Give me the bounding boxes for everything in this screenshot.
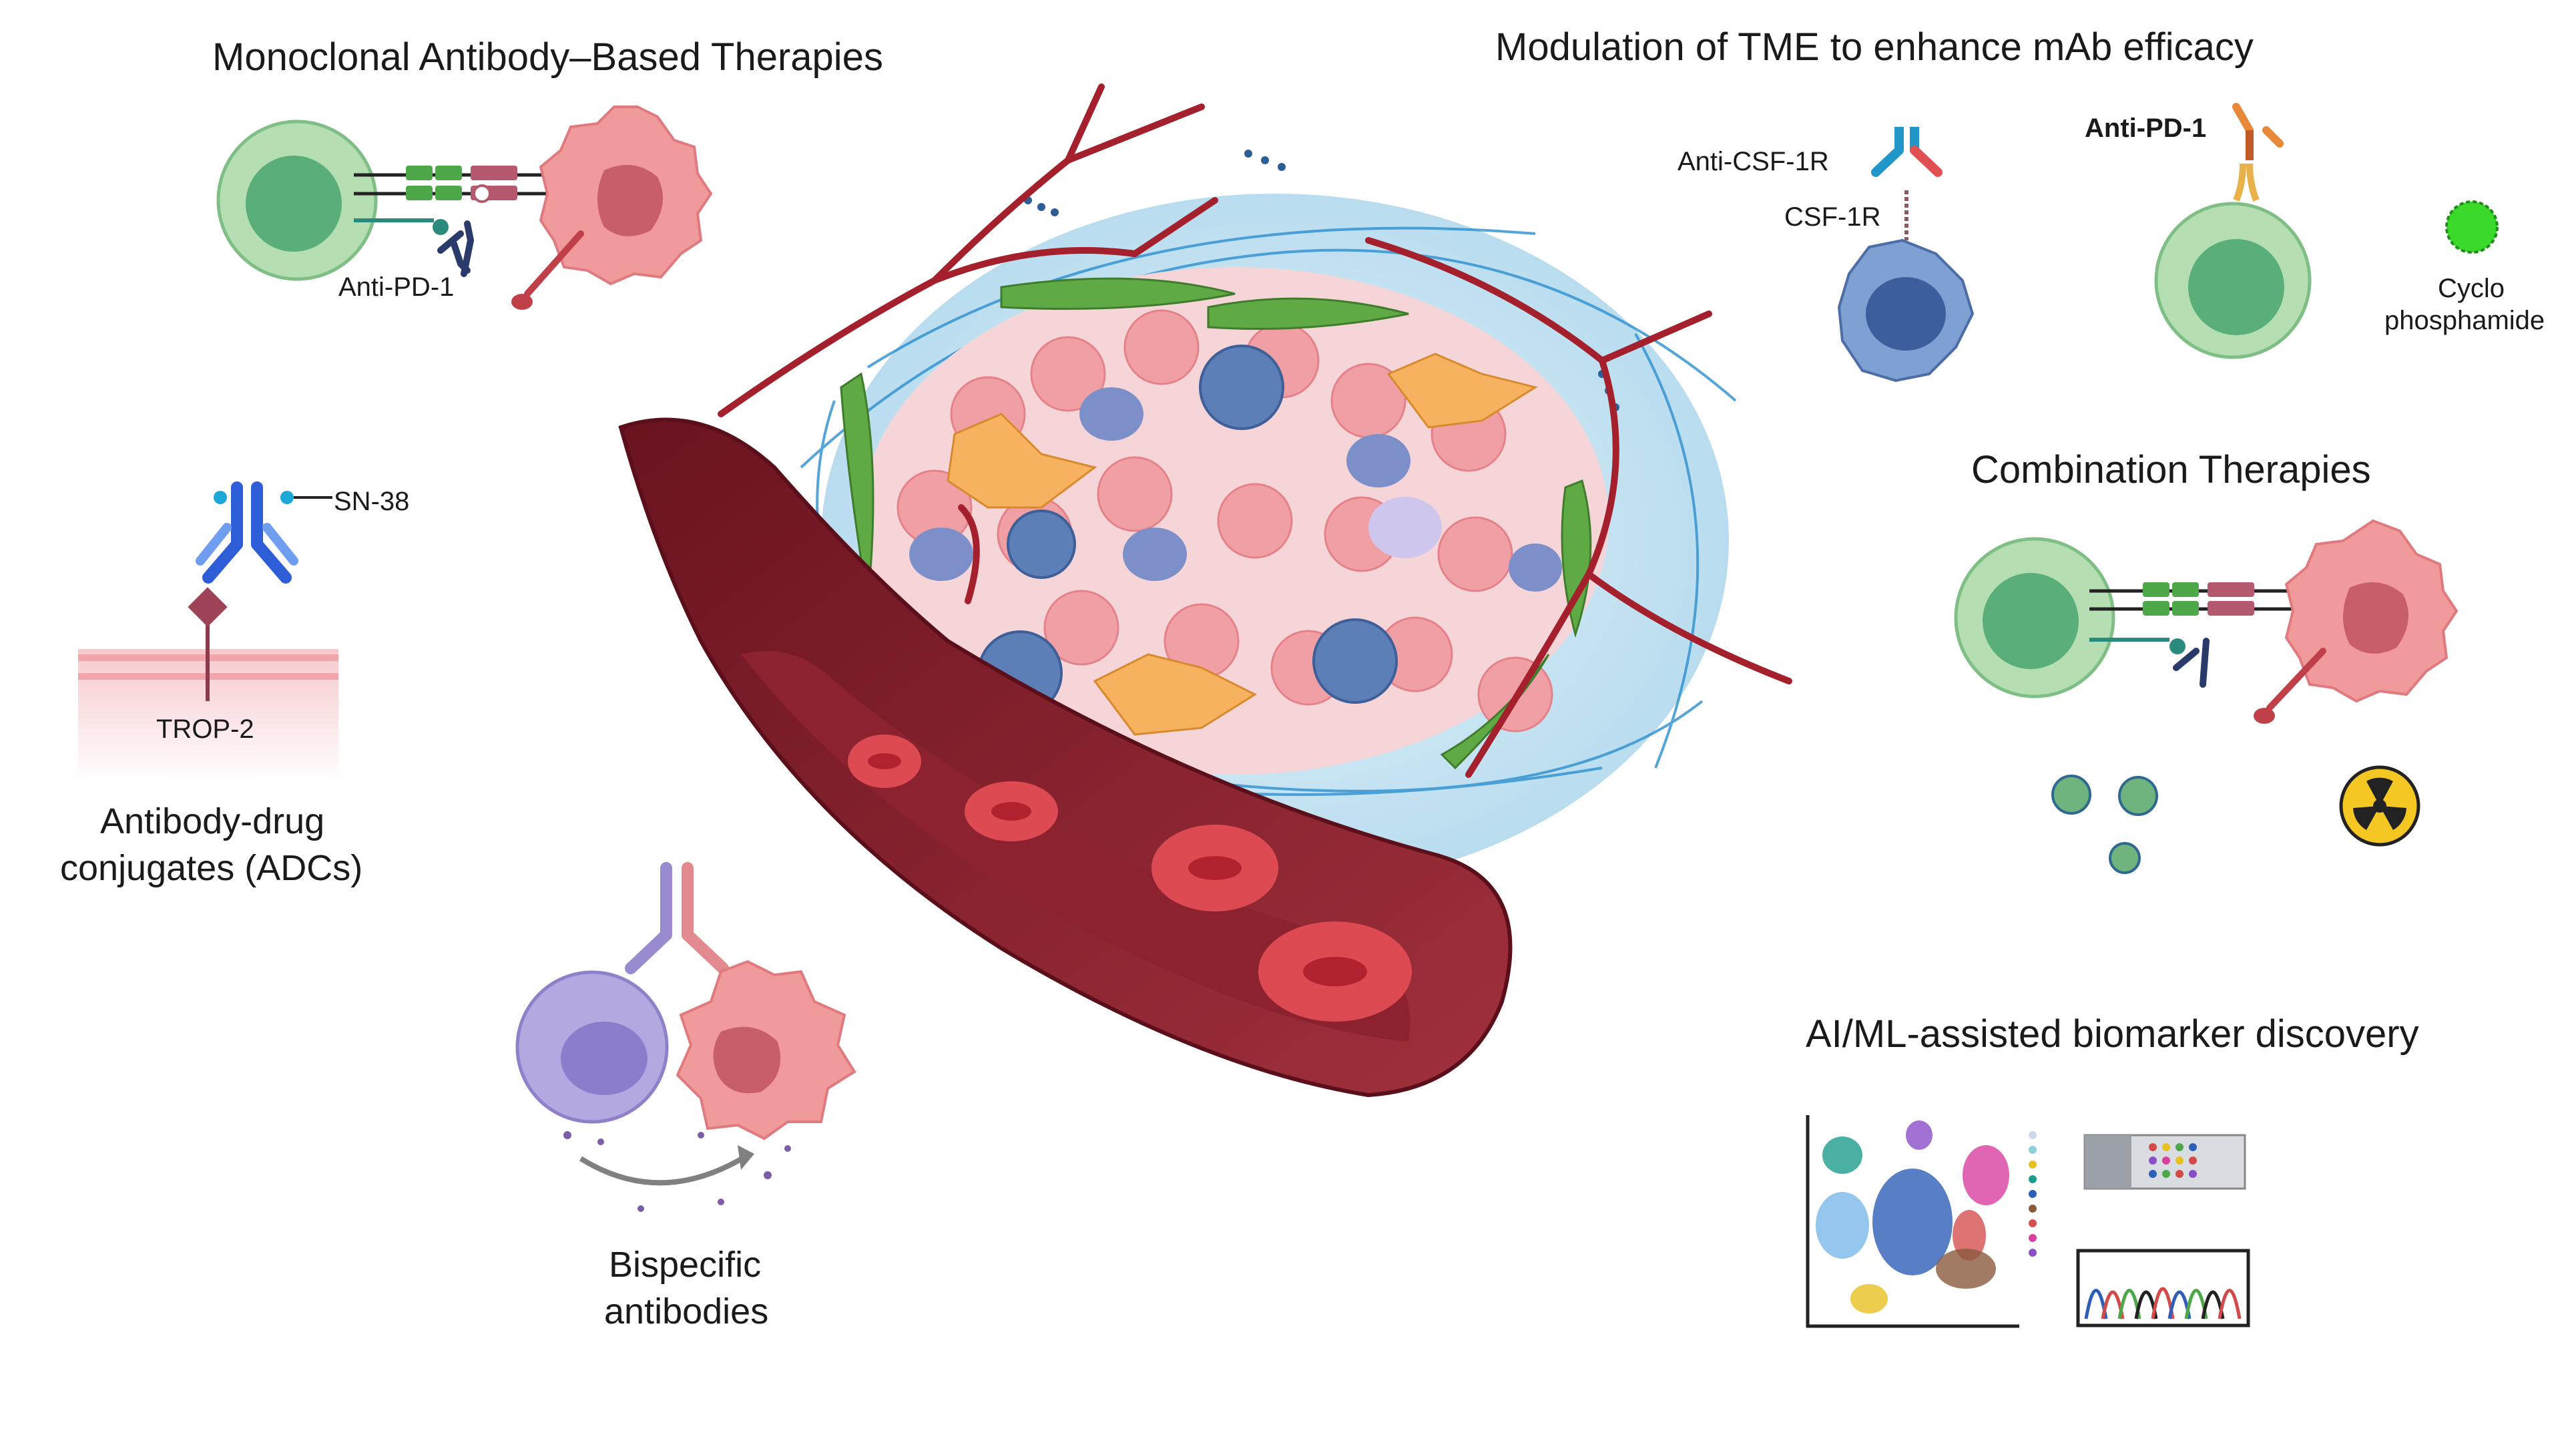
cyclo-label-line1: Cyclo [2438, 274, 2505, 303]
cytotoxic-granules-icon [563, 1131, 791, 1212]
scatter-plot-icon [1806, 1115, 2019, 1328]
bispecific-tumor-cell-icon [676, 960, 856, 1141]
array-slide-icon [2083, 1134, 2246, 1190]
virus-particles-icon [2051, 775, 2158, 874]
tumor-cell-icon [511, 106, 713, 310]
t-cell-icon [216, 120, 378, 281]
combo-tumor-cell-icon [2254, 519, 2459, 724]
adc-title-line1: Antibody-drug [100, 801, 324, 841]
trop2-receptor-icon [188, 587, 228, 701]
adc-antibody-icon [196, 481, 298, 584]
chromatogram-icon [2076, 1249, 2250, 1327]
blood-vessel [618, 417, 1513, 1098]
legend-dots-icon [2029, 1131, 2037, 1257]
combo-t-cell-icon [1954, 537, 2115, 698]
sn38-payload-icon [214, 491, 332, 504]
anti-pd1-right-label: Anti-PD-1 [2085, 114, 2206, 143]
anti-csf1r-label: Anti-CSF-1R [1678, 147, 1829, 176]
cyclo-label-line2: phosphamide [2384, 306, 2545, 335]
anti-pd1-left-label: Anti-PD-1 [338, 272, 454, 302]
combo-tcr-mhc-icon [2089, 582, 2303, 616]
monoclonal-panel: Monoclonal Antibody–Based Therapies [212, 35, 883, 310]
anti-pd1-antibody-right-icon [2232, 103, 2284, 202]
macrophage-icon [1837, 238, 1975, 383]
aiml-title: AI/ML-assisted biomarker discovery [1806, 1012, 2419, 1056]
radiation-symbol-icon [2339, 765, 2420, 847]
adc-title-line2: conjugates (ADCs) [60, 848, 362, 888]
pd1-connector-icon [354, 218, 449, 235]
combo-antibody-icon [2089, 638, 2210, 688]
cyclophosphamide-particle-icon [2445, 200, 2499, 254]
red-blood-cells [848, 735, 1412, 1022]
adc-panel: SN-38 TROP-2 Antibody-drug conjugates (A… [60, 481, 409, 888]
bispecific-line1: Bispecific [609, 1245, 761, 1285]
combination-title: Combination Therapies [1971, 448, 2371, 491]
anti-pd1-antibody-icon [437, 220, 474, 277]
aiml-panel: AI/ML-assisted biomarker discovery [1806, 1012, 2419, 1328]
tme-title: Modulation of TME to enhance mAb efficac… [1495, 25, 2254, 69]
fibroblasts-cluster [947, 353, 1538, 736]
t-cell-right-icon [2154, 202, 2312, 359]
tumor-microenvironment-illustration [618, 83, 1792, 1098]
monoclonal-title: Monoclonal Antibody–Based Therapies [212, 35, 883, 79]
sn38-label: SN-38 [334, 487, 409, 516]
tcr-mhc-complex-icon [354, 166, 567, 203]
stromal-green-cells [840, 277, 1592, 770]
immune-cells-cluster [909, 387, 1562, 592]
combination-panel: Combination Therapies [1954, 448, 2459, 874]
anti-csf1r-antibody-icon [1871, 127, 1943, 240]
bispecific-antibody-icon [625, 862, 729, 974]
capillaries [718, 83, 1792, 778]
trop2-label: TROP-2 [156, 714, 254, 744]
bispecific-panel: Bispecific antibodies [515, 862, 856, 1331]
bispecific-line2: antibodies [604, 1291, 768, 1331]
tme-modulation-panel: Modulation of TME to enhance mAb efficac… [1495, 25, 2545, 383]
bispecific-t-cell-icon [515, 970, 669, 1124]
csf1r-label: CSF-1R [1784, 202, 1880, 232]
